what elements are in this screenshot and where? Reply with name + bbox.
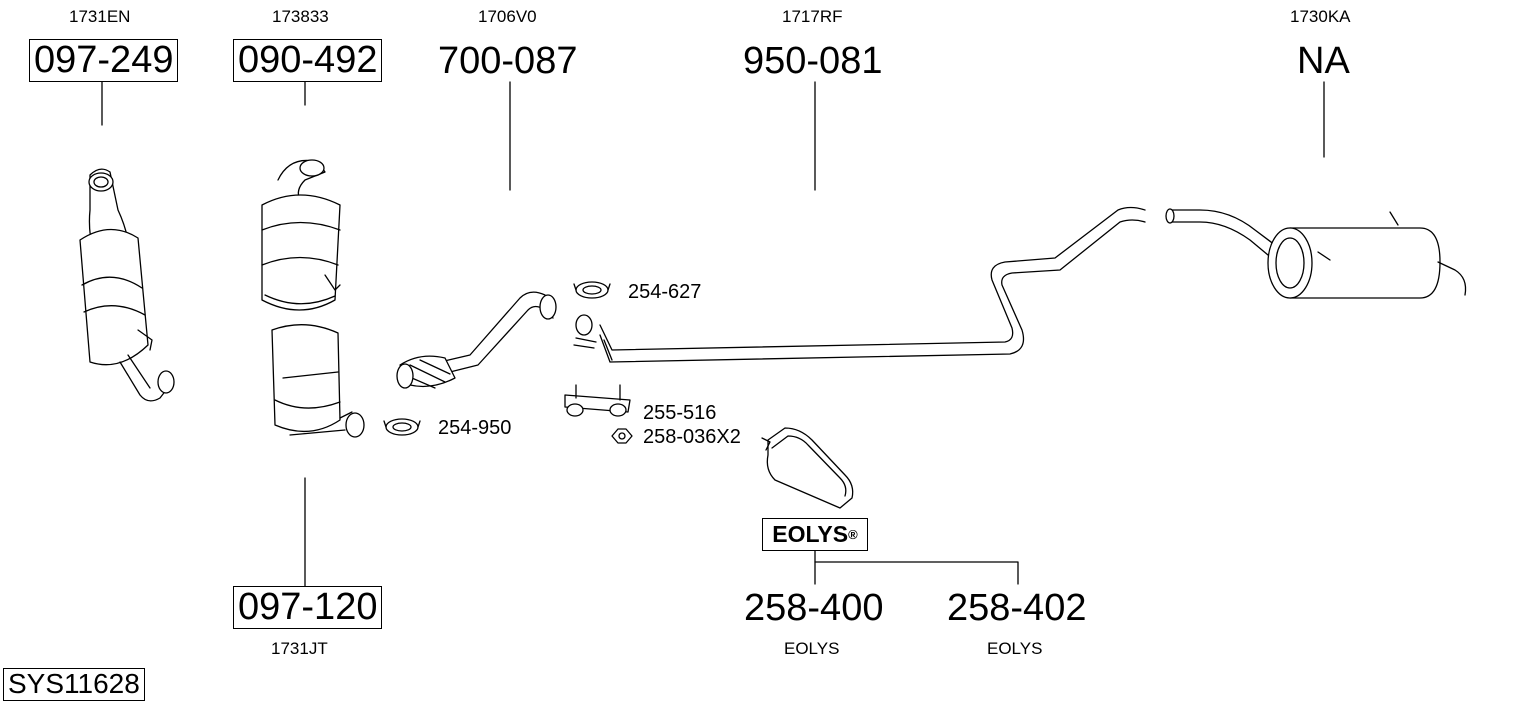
- clamp-254-950: [383, 418, 421, 436]
- part-number-258-400[interactable]: 258-400: [744, 587, 884, 629]
- leader-line-258-402: [814, 561, 1019, 585]
- oe-ref-eolys-1: EOLYS: [784, 639, 840, 658]
- catalytic-converter-090-492: [261, 159, 365, 438]
- accessory-255-516[interactable]: 255-516: [643, 402, 717, 424]
- accessory-254-627[interactable]: 254-627: [628, 281, 702, 303]
- oe-ref-173833: 173833: [272, 7, 329, 26]
- part-number-258-402[interactable]: 258-402: [947, 587, 1087, 629]
- system-code: SYS11628: [3, 668, 145, 701]
- nut-258-036x2: [611, 428, 633, 444]
- part-number-na: NA: [1297, 40, 1350, 82]
- bracket-255-516: [564, 384, 631, 417]
- part-number-097-249[interactable]: 097-249: [29, 39, 179, 82]
- oe-ref-1730ka: 1730KA: [1290, 7, 1351, 26]
- front-pipe-700-087: [396, 291, 557, 389]
- middle-pipe-950-081: [573, 206, 1146, 363]
- part-number-097-120[interactable]: 097-120: [233, 586, 383, 629]
- eolys-tank: [761, 427, 854, 509]
- part-number-950-081[interactable]: 950-081: [743, 40, 883, 82]
- oe-ref-1706v0: 1706V0: [478, 7, 537, 26]
- accessory-254-950[interactable]: 254-950: [438, 417, 512, 439]
- oe-ref-eolys-2: EOLYS: [987, 639, 1043, 658]
- accessory-258-036x2[interactable]: 258-036X2: [643, 426, 741, 448]
- oe-ref-1731en: 1731EN: [69, 7, 131, 26]
- rear-silencer: [1165, 208, 1467, 299]
- registered-mark: ®: [848, 527, 858, 542]
- part-number-090-492[interactable]: 090-492: [233, 39, 383, 82]
- oe-ref-1717rf: 1717RF: [782, 7, 843, 26]
- eolys-badge: EOLYS®: [762, 518, 868, 551]
- catalytic-converter-097-249: [79, 168, 175, 402]
- clamp-254-627: [573, 281, 611, 299]
- part-number-700-087[interactable]: 700-087: [438, 40, 578, 82]
- eolys-badge-text: EOLYS: [772, 521, 849, 547]
- oe-ref-1731jt: 1731JT: [271, 639, 328, 658]
